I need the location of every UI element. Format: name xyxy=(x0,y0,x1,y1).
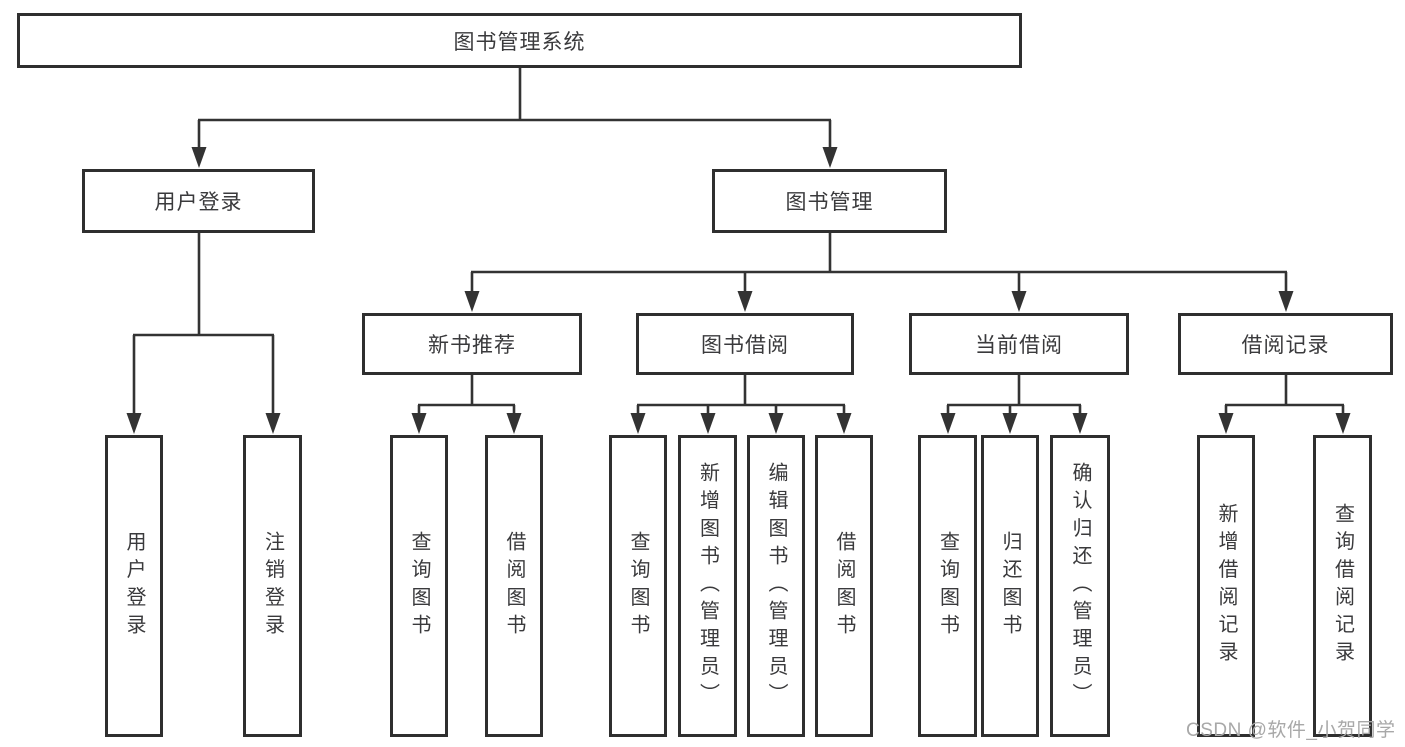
arrowhead-icon xyxy=(940,413,956,434)
node-label: 查询图书 xyxy=(408,530,430,642)
node-label: 用户登录 xyxy=(154,191,243,214)
watermark: CSDN @软件_小贺同学 xyxy=(1186,720,1396,741)
arrowhead-icon xyxy=(836,413,852,434)
arrowhead-icon xyxy=(506,413,522,434)
node-label: 用户登录 xyxy=(123,530,145,642)
node-label: 借阅图书 xyxy=(833,530,855,642)
node-leaf-add-book: 新增图书（管理员） xyxy=(678,435,737,737)
node-leaf-query-record: 查询借阅记录 xyxy=(1313,435,1372,737)
node-new-book-rec: 新书推荐 xyxy=(362,313,582,375)
node-root: 图书管理系统 xyxy=(17,13,1022,68)
node-leaf-borrow-book-2: 借阅图书 xyxy=(815,435,873,737)
node-leaf-return-book: 归还图书 xyxy=(981,435,1039,737)
node-label: 查询图书 xyxy=(936,530,959,642)
arrowhead-icon xyxy=(700,413,716,434)
node-label: 借阅记录 xyxy=(1241,334,1330,357)
arrowhead-icon xyxy=(1072,413,1088,434)
node-label: 当前借阅 xyxy=(975,334,1063,357)
arrowhead-icon xyxy=(768,413,784,434)
arrowhead-icon xyxy=(464,291,480,312)
node-book-mgmt: 图书管理 xyxy=(712,169,947,233)
node-label: 确认归还（管理员） xyxy=(1069,461,1091,711)
node-label: 查询图书 xyxy=(627,530,649,642)
node-label: 注销登录 xyxy=(261,530,284,642)
arrowhead-icon xyxy=(1218,413,1234,434)
node-label: 查询借阅记录 xyxy=(1331,503,1354,669)
node-label: 图书管理系统 xyxy=(453,30,586,54)
node-label: 归还图书 xyxy=(999,530,1021,642)
node-user-login: 用户登录 xyxy=(82,169,315,233)
node-leaf-add-record: 新增借阅记录 xyxy=(1197,435,1255,737)
node-leaf-confirm-return: 确认归还（管理员） xyxy=(1050,435,1110,737)
arrowhead-icon xyxy=(630,413,646,434)
arrowhead-icon xyxy=(737,291,753,312)
arrowhead-icon xyxy=(1335,413,1351,434)
arrowhead-icon xyxy=(411,413,427,434)
node-label: 新书推荐 xyxy=(428,334,516,357)
node-leaf-query-book-2: 查询图书 xyxy=(609,435,667,737)
arrowhead-icon xyxy=(265,413,281,434)
node-label: 编辑图书（管理员） xyxy=(765,461,787,711)
arrowhead-icon xyxy=(1011,291,1027,312)
node-label: 图书管理 xyxy=(785,191,874,214)
arrowhead-icon xyxy=(191,147,207,168)
node-label: 新增图书（管理员） xyxy=(696,461,719,711)
node-leaf-query-book-1: 查询图书 xyxy=(390,435,448,737)
node-current-borrow: 当前借阅 xyxy=(909,313,1129,375)
node-label: 借阅图书 xyxy=(503,530,525,642)
node-label: 图书借阅 xyxy=(701,334,789,357)
arrowhead-icon xyxy=(1278,291,1294,312)
node-label: 新增借阅记录 xyxy=(1215,503,1237,669)
node-leaf-borrow-book-1: 借阅图书 xyxy=(485,435,543,737)
node-borrow-records: 借阅记录 xyxy=(1178,313,1393,375)
node-book-borrow: 图书借阅 xyxy=(636,313,854,375)
node-leaf-logout: 注销登录 xyxy=(243,435,302,737)
arrowhead-icon xyxy=(822,147,838,168)
node-leaf-user-login: 用户登录 xyxy=(105,435,163,737)
node-leaf-edit-book: 编辑图书（管理员） xyxy=(747,435,805,737)
arrowhead-icon xyxy=(1002,413,1018,434)
arrowhead-icon xyxy=(126,413,142,434)
node-leaf-query-book-3: 查询图书 xyxy=(918,435,977,737)
